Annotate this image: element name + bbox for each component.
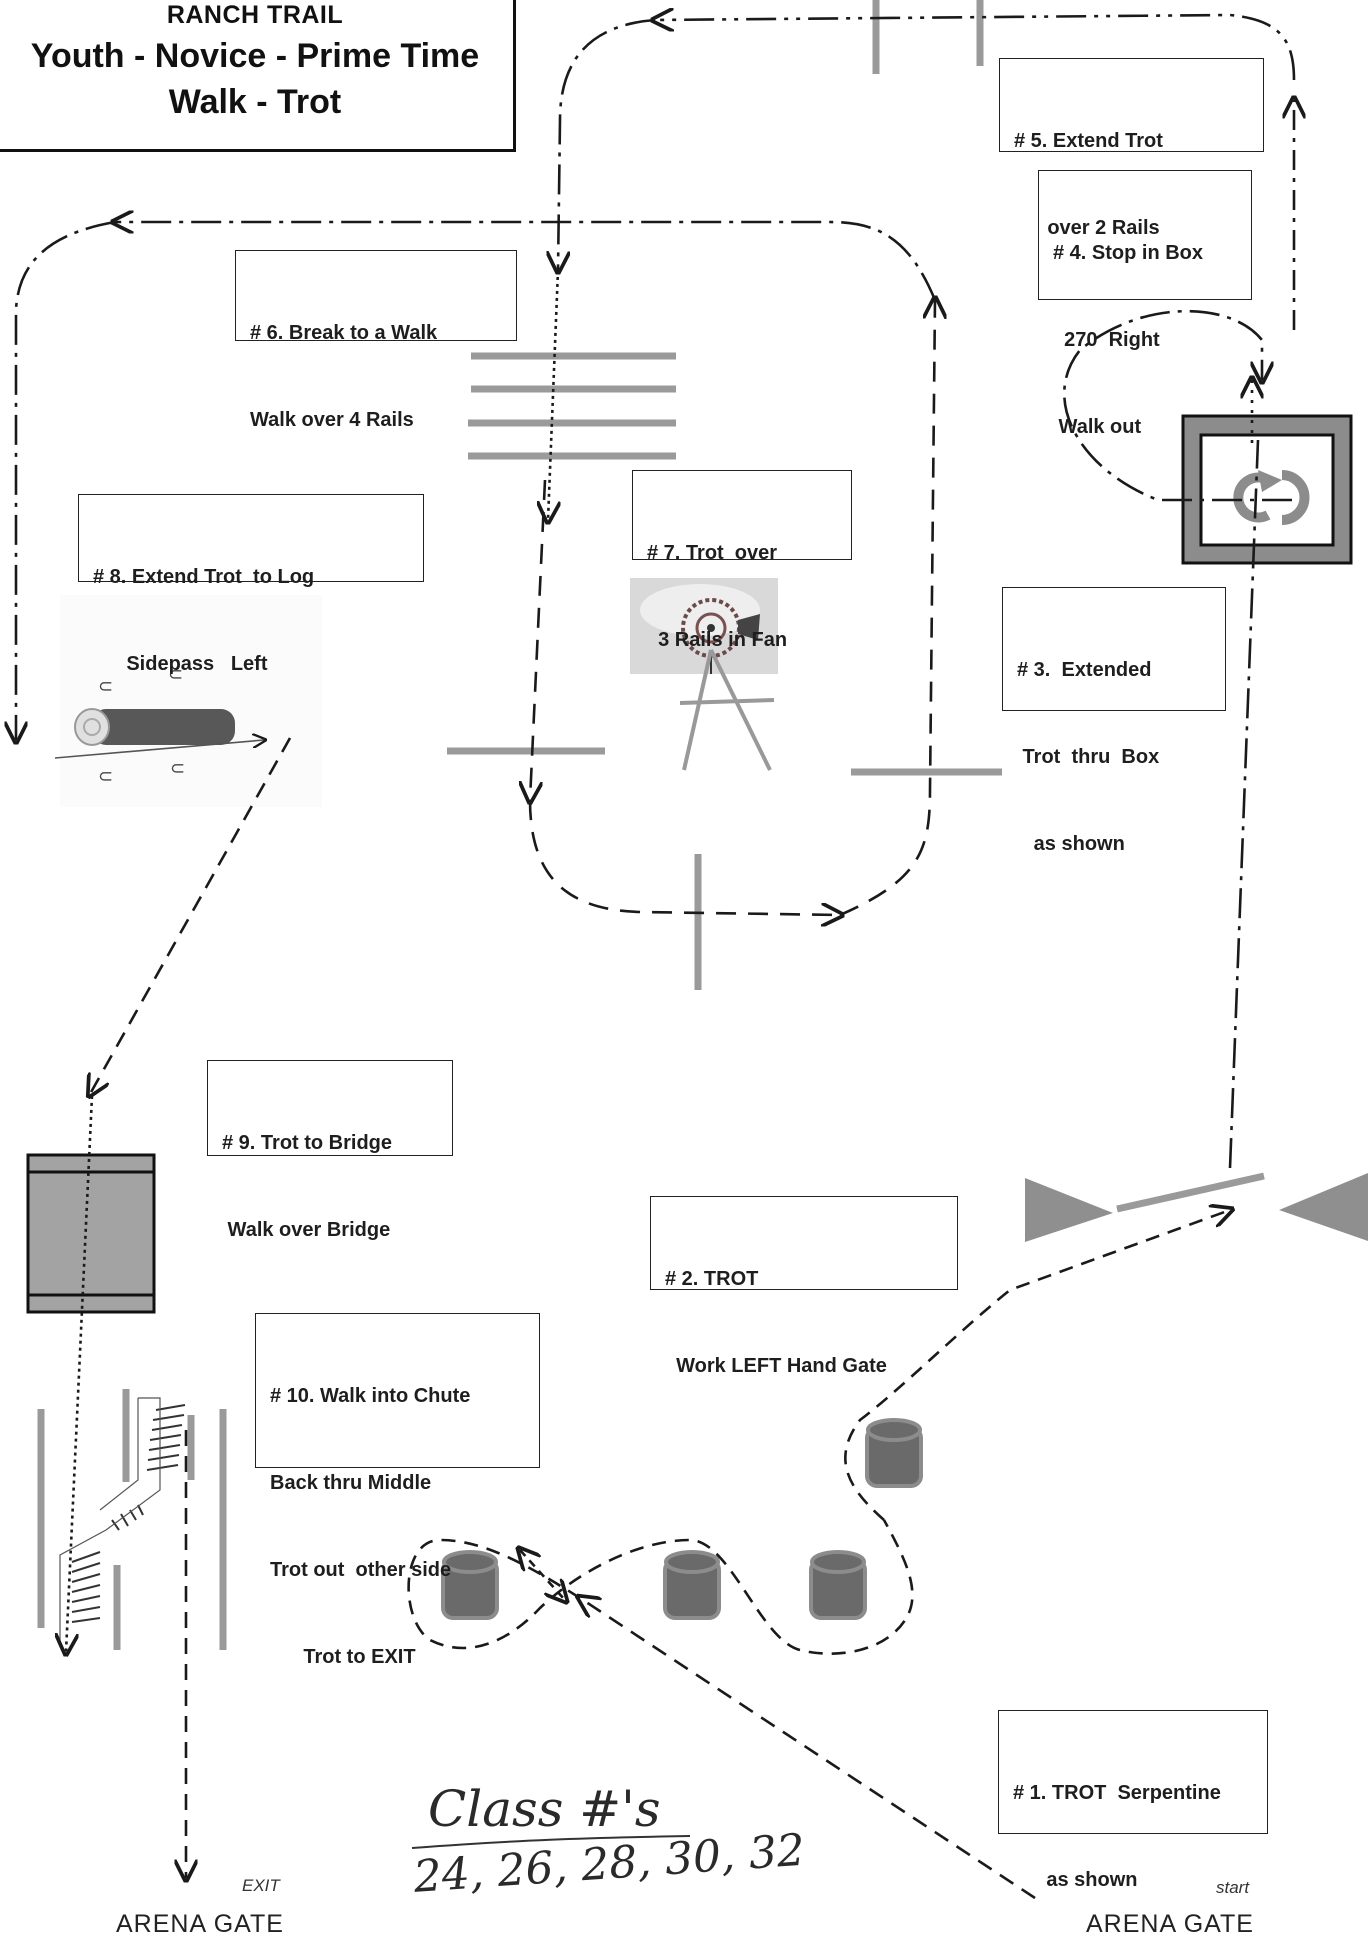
obstacle-10-line-1: # 10. Walk into Chute bbox=[270, 1385, 471, 1407]
obstacle-4-line-2: 270 Right bbox=[1053, 329, 1160, 351]
obstacle-3-line-1: # 3. Extended bbox=[1017, 659, 1152, 681]
obstacle-8-line-2: Sidepass Left bbox=[93, 653, 268, 675]
obstacle-2-line-2: Work LEFT Hand Gate bbox=[665, 1355, 887, 1377]
exit-label: EXIT bbox=[242, 1876, 280, 1895]
obstacle-2-line-1: # 2. TROT bbox=[665, 1268, 759, 1290]
exit-arena-gate: ARENA GATE bbox=[116, 1910, 284, 1938]
windmill-picture bbox=[630, 578, 778, 771]
obstacle-3-line-3: as shown bbox=[1017, 833, 1125, 855]
path-to-box bbox=[1228, 439, 1260, 1169]
start-arena-gate: ARENA GATE bbox=[1086, 1910, 1254, 1938]
obstacle-5-line-2: over 2 Rails bbox=[1014, 217, 1160, 239]
path-left-down bbox=[16, 220, 116, 740]
obstacle-5-line-1: # 5. Extend Trot bbox=[1014, 130, 1163, 152]
path-bridge-dotted bbox=[66, 1095, 94, 1652]
title-line-3: Walk - Trot bbox=[168, 83, 342, 121]
obstacle-9-line-1: # 9. Trot to Bridge bbox=[222, 1132, 393, 1154]
obstacle-4-box: # 4. Stop in Box 270 Right Walk out bbox=[1038, 170, 1252, 438]
barrel-4 bbox=[865, 1418, 923, 1488]
path-rails6-dotted bbox=[548, 269, 558, 520]
svg-text:⊂: ⊂ bbox=[170, 758, 185, 778]
barrel-1 bbox=[441, 1550, 499, 1620]
path-cross bbox=[520, 1550, 565, 1600]
obstacle-7-box: # 7. Trot over 3 Rails in Fan bbox=[632, 470, 852, 651]
title-line-2: Youth - Novice - Prime Time bbox=[30, 37, 480, 75]
chute-hatching bbox=[71, 1404, 186, 1623]
handwritten-underline bbox=[411, 1835, 691, 1849]
obstacle-8-line-1: # 8. Extend Trot to Log bbox=[93, 566, 315, 588]
obstacle-3-box: # 3. Extended Trot thru Box as shown bbox=[1002, 587, 1226, 855]
gate-flag-left bbox=[1025, 1178, 1113, 1242]
start-label: start bbox=[1216, 1878, 1250, 1897]
obstacle-6-line-2: Walk over 4 Rails bbox=[250, 409, 414, 431]
course-title-box: RANCH TRAIL Youth - Novice - Prime Time … bbox=[0, 0, 516, 152]
rotate-right-icon bbox=[1281, 470, 1310, 525]
path-start bbox=[580, 1598, 1036, 1900]
path-serpentine-2 bbox=[844, 1210, 1230, 1521]
gate-rail bbox=[1116, 1172, 1265, 1213]
rails-group bbox=[37, 0, 1265, 1650]
path-left-top bbox=[115, 222, 937, 301]
barrels bbox=[441, 1418, 923, 1620]
svg-text:⊂: ⊂ bbox=[98, 766, 113, 786]
path-fan-right bbox=[839, 300, 935, 917]
obstacle-4-line-3: Walk out bbox=[1053, 416, 1142, 438]
obstacle-3-line-2: Trot thru Box bbox=[1017, 746, 1160, 768]
obstacle-9-box: # 9. Trot to Bridge Walk over Bridge bbox=[207, 1060, 453, 1241]
handwritten-class-heading: Class #'s bbox=[428, 1780, 661, 1838]
obstacle-10-line-2: Back thru Middle bbox=[270, 1472, 432, 1494]
barrel-2 bbox=[663, 1550, 721, 1620]
path-fan-left bbox=[530, 479, 547, 800]
obstacle-6-box: # 6. Break to a Walk Walk over 4 Rails bbox=[235, 250, 517, 431]
obstacle-7-line-2: 3 Rails in Fan bbox=[647, 629, 788, 651]
obstacle-10-box: # 10. Walk into Chute Back thru Middle T… bbox=[255, 1313, 540, 1668]
barrel-3 bbox=[809, 1550, 867, 1620]
svg-text:⊂: ⊂ bbox=[168, 664, 183, 684]
title-line-1: RANCH TRAIL bbox=[166, 1, 344, 29]
obstacle-7-line-1: # 7. Trot over bbox=[647, 542, 778, 564]
obstacle-1-line-1: # 1. TROT Serpentine bbox=[1013, 1782, 1221, 1804]
svg-text:⊂: ⊂ bbox=[98, 676, 113, 696]
chute-lines bbox=[59, 1397, 161, 1642]
path-to-bridge bbox=[90, 737, 292, 1094]
obstacle-5-box: # 5. Extend Trot over 2 Rails bbox=[999, 58, 1264, 239]
obstacle-8-box: # 8. Extend Trot to Log Sidepass Left bbox=[78, 494, 424, 675]
path-top bbox=[655, 15, 1296, 81]
gate-flag-right bbox=[1279, 1173, 1368, 1241]
obstacle-9-line-2: Walk over Bridge bbox=[222, 1219, 391, 1241]
obstacle-6-line-1: # 6. Break to a Walk bbox=[250, 322, 438, 344]
obstacle-10-line-3: Trot out other side bbox=[270, 1559, 452, 1581]
obstacle-1-line-2: as shown bbox=[1013, 1869, 1138, 1891]
obstacle-4-line-1: # 4. Stop in Box bbox=[1053, 242, 1204, 264]
obstacle-1-box: # 1. TROT Serpentine as shown bbox=[998, 1710, 1268, 1891]
bridge-obstacle bbox=[26, 1153, 156, 1314]
obstacle-2-box: # 2. TROT Work LEFT Hand Gate bbox=[650, 1196, 958, 1377]
box-obstacle bbox=[1181, 414, 1353, 565]
log-obstacle: ⊂ ⊂ ⊂ ⊂ bbox=[54, 595, 322, 807]
path-serpentine-1 bbox=[407, 1519, 914, 1655]
obstacle-10-line-4: Trot to EXIT bbox=[270, 1646, 416, 1668]
path-to-rails6 bbox=[558, 18, 656, 270]
course-path bbox=[16, 15, 1296, 1900]
path-fan-bottom bbox=[528, 799, 840, 915]
